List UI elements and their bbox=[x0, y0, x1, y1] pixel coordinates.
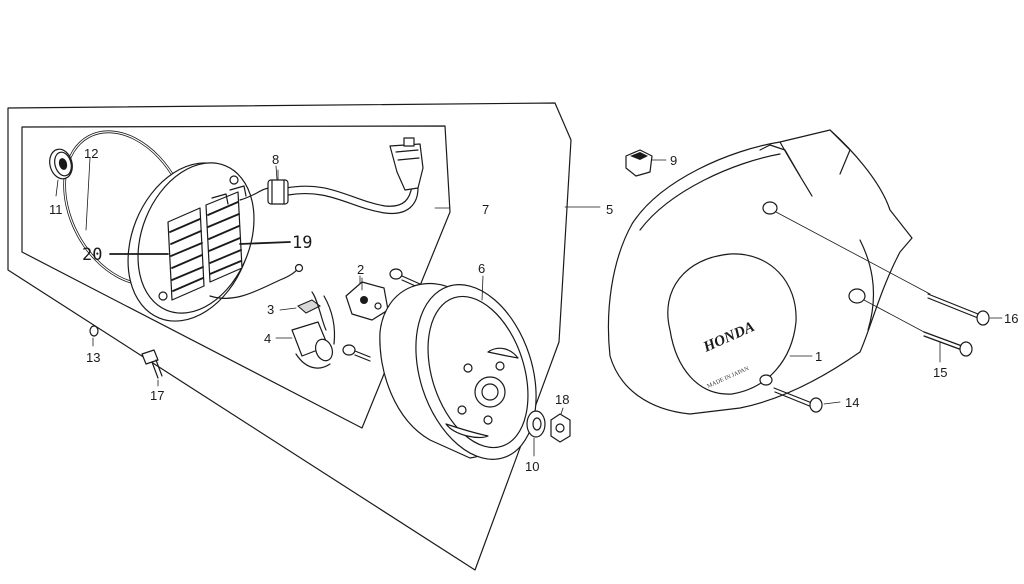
part-6-flywheel bbox=[379, 282, 537, 460]
callout-4: 4 bbox=[264, 331, 271, 346]
callout-15: 15 bbox=[933, 365, 947, 380]
part-13-clip bbox=[89, 325, 99, 337]
alignment-lines bbox=[775, 211, 931, 333]
part-15-bolt bbox=[923, 331, 973, 357]
leader-lines bbox=[55, 157, 1003, 457]
callout-17: 17 bbox=[150, 388, 164, 403]
part-11-oil-seal bbox=[49, 148, 73, 180]
coil-19 bbox=[205, 185, 247, 283]
outer-frame-5 bbox=[7, 102, 572, 571]
callout-13: 13 bbox=[86, 350, 100, 365]
callout-20: 20 bbox=[82, 245, 102, 265]
callout-14: 14 bbox=[845, 395, 859, 410]
part-14-bolt bbox=[773, 387, 823, 413]
part-3-felt bbox=[297, 299, 321, 314]
callout-16: 16 bbox=[1004, 311, 1018, 326]
callout-10: 10 bbox=[525, 459, 539, 474]
callout-9: 9 bbox=[670, 153, 677, 168]
callout-18: 18 bbox=[555, 392, 569, 407]
part-10-washer bbox=[526, 410, 546, 438]
part-4-condenser bbox=[291, 291, 336, 369]
callout-19: 19 bbox=[292, 233, 312, 253]
screw-lower bbox=[342, 344, 371, 362]
callout-2: 2 bbox=[357, 262, 364, 277]
wire-harness bbox=[209, 137, 424, 299]
callout-1: 1 bbox=[815, 349, 822, 364]
part-2-pulser bbox=[345, 275, 389, 321]
part-1-cover: HONDA MADE IN JAPAN bbox=[607, 129, 913, 415]
part-17-bolt bbox=[141, 349, 163, 379]
callout-12: 12 bbox=[84, 146, 98, 161]
callout-5: 5 bbox=[606, 202, 613, 217]
coil-20 bbox=[167, 207, 205, 301]
part-8-grommet bbox=[267, 169, 289, 205]
callout-8: 8 bbox=[272, 152, 279, 167]
part-9-cap bbox=[625, 149, 653, 177]
callout-6: 6 bbox=[478, 261, 485, 276]
part-18-nut bbox=[550, 413, 571, 443]
callout-7: 7 bbox=[482, 202, 489, 217]
callout-3: 3 bbox=[267, 302, 274, 317]
part-16-bolt bbox=[927, 293, 990, 326]
callout-11: 11 bbox=[49, 202, 63, 217]
